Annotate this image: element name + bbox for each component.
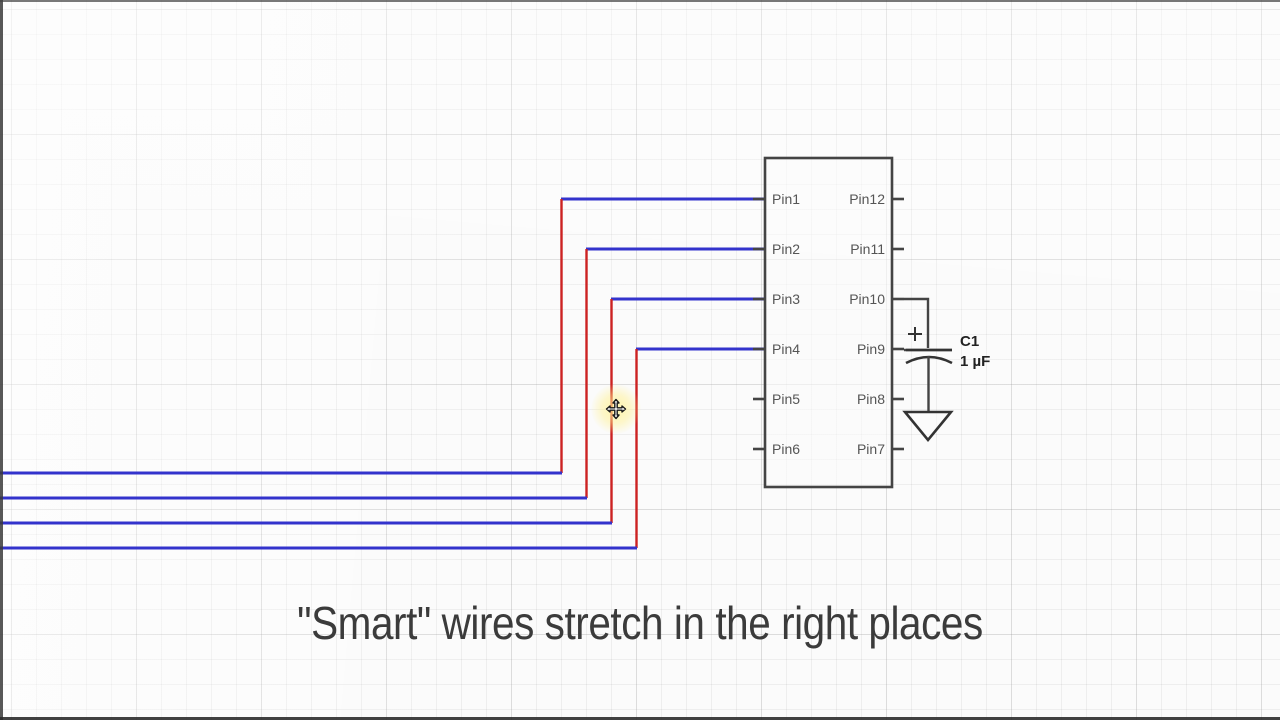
letterbox-edge-bottom xyxy=(0,717,1280,720)
wire-pin10-to-cap[interactable] xyxy=(904,297,930,348)
capacitor-value: 1 µF xyxy=(960,353,990,370)
pin-label-pin4: Pin4 xyxy=(772,341,800,357)
pin-label-pin8: Pin8 xyxy=(857,391,885,407)
ic-chip[interactable]: Pin1 Pin2 Pin3 Pin4 Pin5 Pin6 Pin12 Pin1… xyxy=(753,156,904,489)
pin-label-pin11: Pin11 xyxy=(850,241,885,257)
pin-label-pin9: Pin9 xyxy=(857,341,885,357)
pin-label-pin5: Pin5 xyxy=(772,391,800,407)
pin-label-pin3: Pin3 xyxy=(772,291,800,307)
wire-layer xyxy=(0,197,765,550)
net-pin3[interactable] xyxy=(0,297,765,525)
pin-label-pin7: Pin7 xyxy=(857,441,885,457)
ground-symbol[interactable] xyxy=(902,410,954,443)
capacitor-c1[interactable]: C1 1 µF xyxy=(905,327,990,413)
pin-label-pin2: Pin2 xyxy=(772,241,800,257)
pin-label-pin6: Pin6 xyxy=(772,441,800,457)
move-cursor-icon xyxy=(605,398,627,420)
letterbox-edge-left xyxy=(0,0,3,720)
net-pin2[interactable] xyxy=(0,247,765,500)
decoupling-net[interactable] xyxy=(904,297,952,352)
pin-label-pin1: Pin1 xyxy=(772,191,800,207)
net-pin1[interactable] xyxy=(0,197,765,475)
net-pin4[interactable] xyxy=(0,347,765,550)
letterbox-edge-top xyxy=(0,0,1280,2)
chip-body[interactable] xyxy=(763,156,894,489)
pin-label-pin10: Pin10 xyxy=(849,291,885,307)
polarity-plus-icon xyxy=(908,327,922,341)
ground-triangle-icon xyxy=(902,410,954,443)
pin-label-pin12: Pin12 xyxy=(849,191,885,207)
caption-text: "Smart" wires stretch in the right place… xyxy=(297,597,983,649)
capacitor-designator: C1 xyxy=(960,333,979,350)
